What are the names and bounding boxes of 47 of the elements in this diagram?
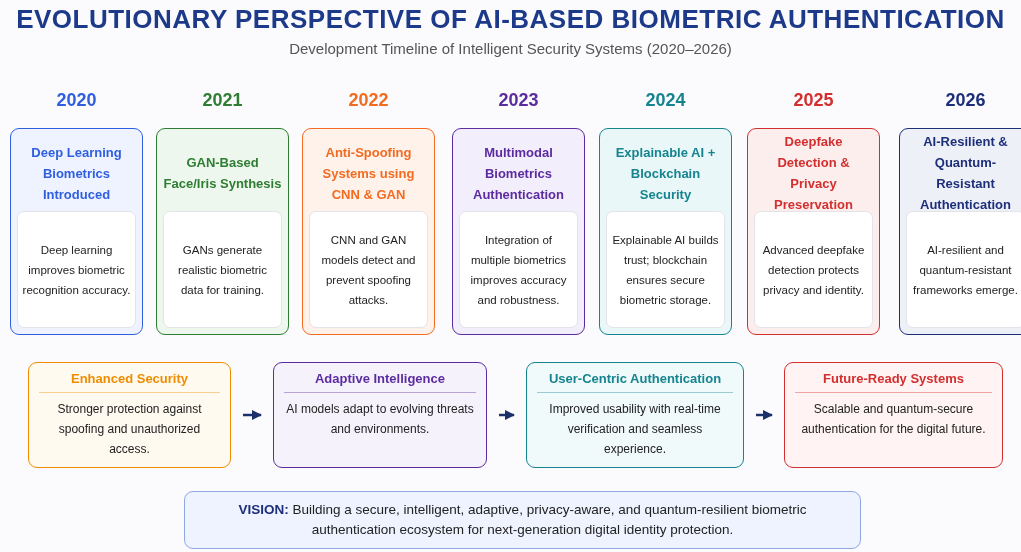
card-description: Explainable AI builds trust; blockchain ensures secure biometric storage. xyxy=(606,211,725,328)
arrow xyxy=(243,410,262,420)
card-heading: GAN-Based Face/Iris Synthesis xyxy=(163,154,282,193)
year-label: 2024 xyxy=(644,90,687,111)
card-heading: Deep Learning Biometrics Introduced xyxy=(30,143,123,204)
outcome-box xyxy=(273,362,487,468)
card-heading: Anti-Spoofing Systems using CNN & GAN xyxy=(321,143,416,204)
timeline-card xyxy=(302,128,435,335)
year-label: 2021 xyxy=(201,90,244,111)
box-description: Stronger protection against spoofing and unauthorized access. xyxy=(56,401,203,458)
timeline-card xyxy=(156,128,289,335)
box-description: AI models adapt to evolving threats and environments. xyxy=(285,401,475,438)
year-label: 2026 xyxy=(944,90,987,111)
box-heading: Future-Ready Systems xyxy=(823,370,964,388)
outcome-box xyxy=(784,362,1003,468)
card-description: Integration of multiple biometrics improves accuracy and robustness. xyxy=(459,211,578,328)
year-label: 2020 xyxy=(55,90,98,111)
card-description: AI-resilient and quantum-resistant frameworks emerge. xyxy=(906,211,1021,328)
timeline-card xyxy=(747,128,880,335)
outcome-box xyxy=(526,362,744,468)
year-label: 2025 xyxy=(792,90,835,111)
outcome-box xyxy=(28,362,231,468)
arrow xyxy=(756,410,773,420)
arrow xyxy=(499,410,515,420)
timeline-card xyxy=(899,128,1021,335)
box-heading: Adaptive Intelligence xyxy=(314,370,445,388)
title: EVOLUTIONARY PERSPECTIVE OF AI-BASED BIOMETRIC AUTHENTICATION xyxy=(15,4,1006,35)
year-label: 2022 xyxy=(347,90,390,111)
card-description: GANs generate realistic biometric data for training. xyxy=(163,211,282,328)
timeline-card xyxy=(452,128,585,335)
box-description: Improved usability with real-time verification and seamless experience. xyxy=(548,401,722,458)
subtitle: Development Timeline of Intelligent Security Systems (2020–2026) xyxy=(288,40,733,57)
card-heading: Multimodal Biometrics Authentication xyxy=(472,143,565,204)
card-heading: Deepfake Detection & Privacy Preservation xyxy=(773,135,854,211)
box-description: Scalable and quantum-secure authentication for the digital future. xyxy=(800,401,987,438)
vision-box xyxy=(184,491,861,549)
timeline-card xyxy=(10,128,143,335)
card-description: CNN and GAN models detect and prevent spoofing attacks. xyxy=(309,211,428,328)
year-label: 2023 xyxy=(497,90,540,111)
vision-statement: VISION: Building a secure, intelligent, adaptive, privacy-aware, and quantum-resilient biometric authentication ecosystem for next-generation digital identity protection. xyxy=(237,501,808,539)
card-description: Deep learning improves biometric recognition accuracy. xyxy=(17,211,136,328)
card-heading: AI-Resilient & Quantum-Resistant Authentication xyxy=(919,135,1012,211)
box-heading: User-Centric Authentication xyxy=(548,370,722,388)
card-description: Advanced deepfake detection protects privacy and identity. xyxy=(754,211,873,328)
box-heading: Enhanced Security xyxy=(70,370,188,388)
timeline-card xyxy=(599,128,732,335)
card-heading: Explainable AI + Blockchain Security xyxy=(614,143,717,204)
